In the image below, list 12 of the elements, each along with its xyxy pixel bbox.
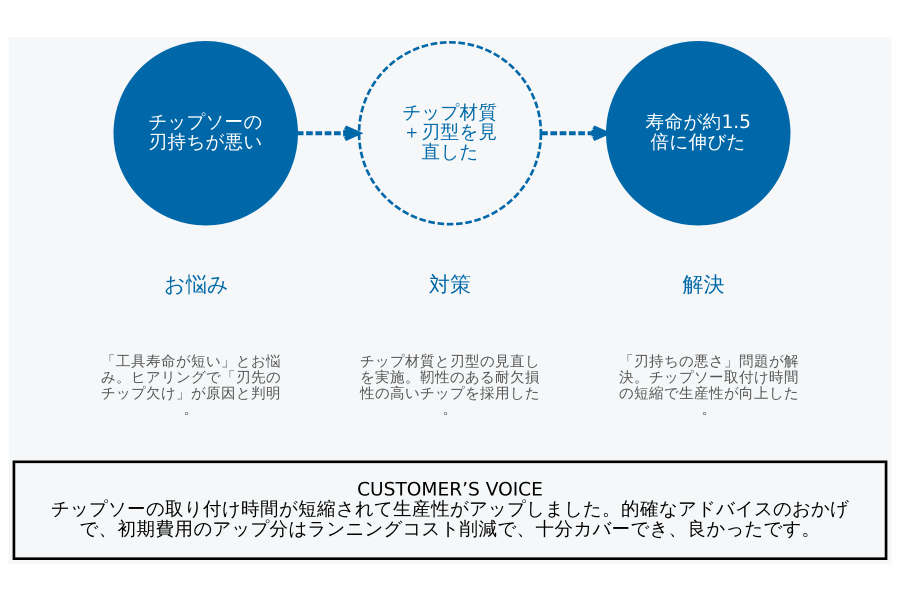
label: 「工具寿命が短い」とお悩み。ヒアリングで「刃先のチップ欠け」が原因と判明。 bbox=[101, 352, 282, 418]
node-label: 解決 bbox=[682, 272, 725, 298]
node-label: 対策 bbox=[429, 272, 471, 298]
node-circle: チップソーの刃持ちが悪い bbox=[113, 40, 298, 225]
arrow bbox=[541, 124, 609, 141]
label: 「刃持ちの悪さ」問題が解決。チップソー取付け時間の短縮で生産性が向上した。 bbox=[618, 352, 799, 418]
label: チップ材質と刃型の見直しを実施。靭性のある耐欠損性の高いチップを採用した。 bbox=[360, 352, 540, 418]
node-label: お悩み bbox=[164, 272, 229, 298]
arrow bbox=[296, 124, 360, 141]
node-circle: 寿命が約1.5倍に伸びた bbox=[606, 40, 790, 225]
node-box: CUSTOMER’S VOICE チップソーの取り付け時間が短縮されて生産性がアップしました。的確なアドバイスのおかげで、初期費用のアップ分はランニングコスト削減で、十分カバーでき、良かったです。 bbox=[12, 460, 888, 560]
node-circle: チップ材質＋刃型を見直した bbox=[358, 40, 542, 225]
